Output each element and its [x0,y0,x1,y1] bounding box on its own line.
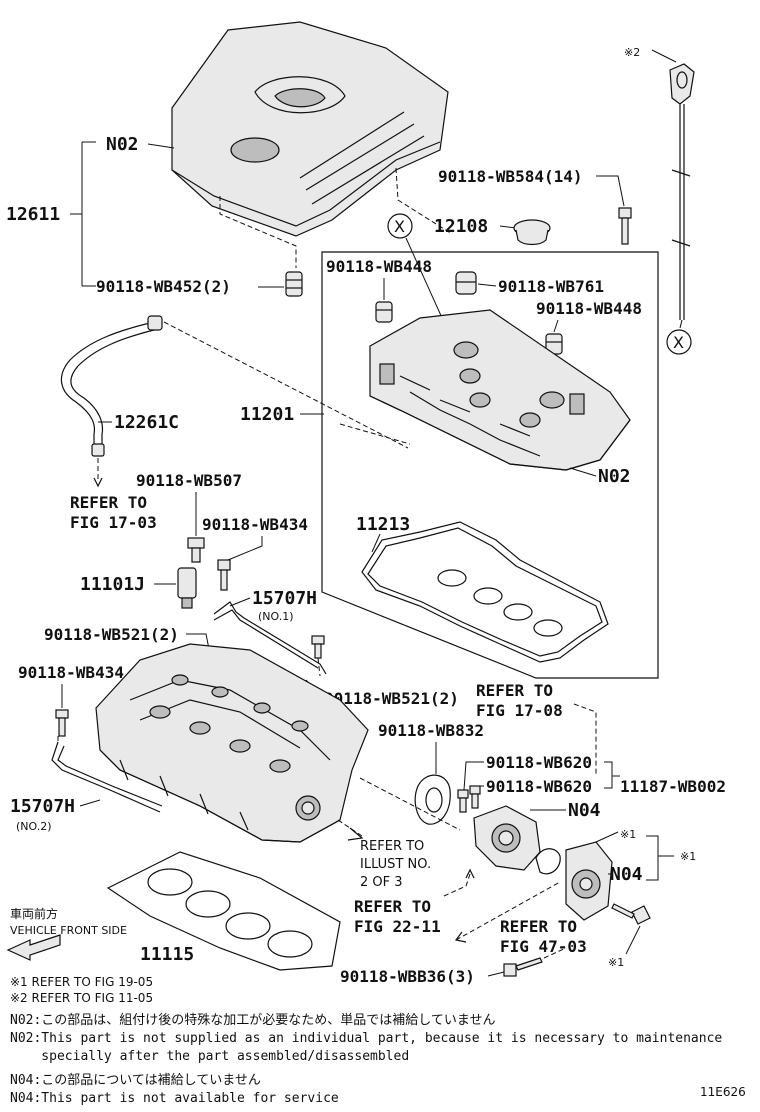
figure-code: 11E626 [700,1085,746,1099]
label-mark1-c: ※1 [608,956,624,969]
x-mark-left: X [394,217,405,236]
engine-cover-12611 [171,21,449,237]
label-12611: 12611 [6,204,60,225]
bolt-right-vvt [611,903,651,925]
label-vehicle-front-jp: 車両前方 [10,906,58,921]
label-90118-wb584: 90118-WB584(14) [438,167,583,186]
bolt-wb507 [187,537,205,563]
label-90118-wb521-b: 90118-WB521(2) [324,689,459,708]
bolt-wbb36 [503,957,543,977]
circle-x-left [387,213,413,239]
label-refer-2211-a: REFER TO [354,897,431,916]
label-no2: (NO.2) [16,820,52,833]
valve-cover-gasket-11213 [361,521,609,663]
label-15707h-2: 15707H [10,796,75,817]
label-90118-wb761: 90118-WB761 [498,277,604,296]
bracket-n04-b [646,835,674,881]
label-n02-head: N02 [598,466,631,487]
cylinder-head-cover-11201 [369,309,631,471]
grommet-wb448-a [375,301,393,323]
label-90118-wb434-b: 90118-WB434 [18,663,124,682]
label-90118-wb521-a: 90118-WB521(2) [44,625,179,644]
label-12261c: 12261C [114,412,179,433]
label-n04-b: N04 [610,864,643,885]
label-90118-wb448-a: 90118-WB448 [326,257,432,276]
vehicle-front-arrow-icon [6,934,61,961]
bracket-12611 [70,141,96,287]
note-5: specially after the part assembled/disas… [10,1049,409,1064]
cover-dash-right [395,167,453,235]
label-90118-wb507: 90118-WB507 [136,471,242,490]
note-3: N02:この部品は、組付け後の特殊な加工が必要なため、単品では補給していません [10,1012,496,1028]
pcv-hose-12261c [60,315,163,457]
label-90118-wb832: 90118-WB832 [378,721,484,740]
label-refer-2211-b: FIG 22-11 [354,917,441,936]
label-90118-wb448-b: 90118-WB448 [536,299,642,318]
seal-ring [535,848,561,875]
grommet-wb761 [455,271,477,295]
note-4: N02:This part is not supplied as an indi… [10,1031,722,1046]
note-7: N04:This part is not available for servi… [10,1091,339,1106]
vvt-actuator-n04 [565,841,613,921]
circle-x-right [666,329,692,355]
label-illust-b: ILLUST NO. [360,857,431,872]
note-2: ※2 REFER TO FIG 11-05 [10,991,153,1005]
oil-pipe-no2 [51,741,163,813]
label-11187-wb002: 11187-WB002 [620,777,726,796]
label-11115: 11115 [140,944,194,965]
bolt-wb434-b [55,709,69,737]
label-refer-4703-b: FIG 47-03 [500,937,587,956]
bracket-11187 [604,761,620,789]
oil-pipe-no1 [213,601,327,675]
label-vehicle-front-en: VEHICLE FRONT SIDE [10,924,127,937]
label-11201: 11201 [240,404,294,425]
label-refer-1708-b: FIG 17-08 [476,701,563,720]
bolts-wb620 [457,785,481,813]
cylinder-head-gasket-11115 [106,851,341,971]
cylinder-head [95,643,369,843]
label-90118-wb620-b: 90118-WB620 [486,777,592,796]
cover-dash-left [219,196,297,268]
label-mark2-top: ※2 [624,46,640,59]
oil-filler-cap-12108 [513,219,551,246]
label-refer-4703-a: REFER TO [500,917,577,936]
camshaft-housing-n04 [473,805,541,871]
bolt-wb434-a [217,559,231,591]
gasket-wb832 [414,774,451,825]
label-refer-1708-a: REFER TO [476,681,553,700]
label-90118-wb620-a: 90118-WB620 [486,753,592,772]
label-illust-a: REFER TO [360,839,424,854]
label-refer-1703-b: FIG 17-03 [70,513,157,532]
label-mark1-b: ※1 [680,850,696,863]
sensor-11101j [177,567,197,609]
oil-level-gauge [669,63,695,320]
valve-cover-box [321,251,659,679]
label-n04-a: N04 [568,800,601,821]
label-no1: (NO.1) [258,610,294,623]
label-mark1-a: ※1 [620,828,636,841]
label-90118-wb434-a: 90118-WB434 [202,515,308,534]
label-n02-cover: N02 [106,134,139,155]
label-11213: 11213 [356,514,410,535]
bolt-wb584 [618,207,632,245]
note-1: ※1 REFER TO FIG 19-05 [10,975,153,989]
label-90118-wbb36: 90118-WBB36(3) [340,967,475,986]
label-90118-wb452: 90118-WB452(2) [96,277,231,296]
label-11101j: 11101J [80,574,145,595]
bolt-wb521-b [311,635,325,659]
label-refer-1703-a: REFER TO [70,493,147,512]
label-12108: 12108 [434,216,488,237]
note-6: N04:この部品については補給していません [10,1073,261,1088]
grommet-wb452 [285,271,303,297]
label-illust-c: 2 OF 3 [360,875,403,890]
label-15707h-1: 15707H [252,588,317,609]
x-mark-right: X [673,333,684,352]
